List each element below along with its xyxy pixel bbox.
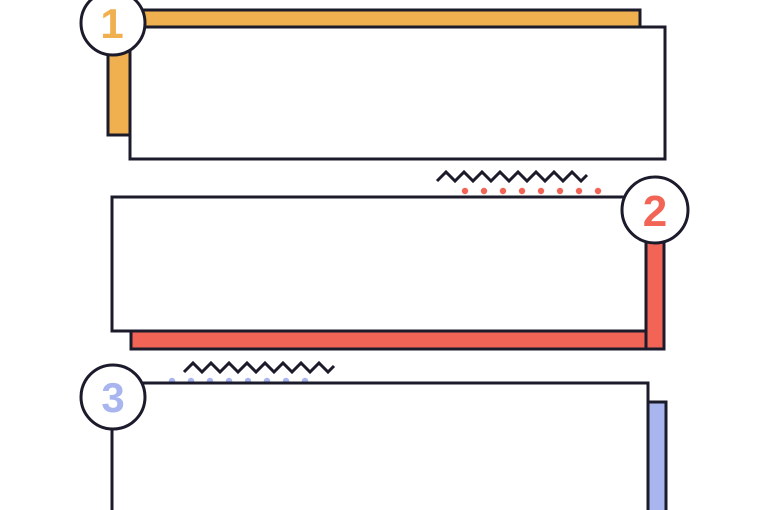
decoration-2-3	[168, 360, 336, 385]
dotted-line-icon	[461, 187, 602, 195]
zigzag-icon	[435, 169, 589, 184]
step-2-accent-bottom	[129, 329, 666, 351]
dot	[575, 187, 583, 195]
step-2-number: 2	[643, 187, 667, 236]
dot	[556, 187, 564, 195]
step-2-card	[110, 195, 648, 333]
zigzag-icon	[182, 360, 336, 375]
step-2-group: 2	[110, 175, 690, 351]
dot	[499, 187, 507, 195]
dot	[518, 187, 526, 195]
decoration-1-2	[435, 169, 602, 195]
step-1-accent-top	[128, 8, 642, 29]
step-3-accent-right	[646, 400, 668, 510]
dot	[537, 187, 545, 195]
step-3-badge	[79, 363, 147, 431]
step-1-card	[128, 25, 667, 161]
step-2-accent-right	[644, 230, 666, 351]
dot	[480, 187, 488, 195]
step-1-group: 1	[79, 0, 667, 161]
dot	[461, 187, 469, 195]
step-1-number: 1	[100, 0, 123, 47]
step-3-number: 3	[101, 374, 124, 421]
step-1-badge	[79, 0, 147, 57]
step-3-group: 3	[79, 363, 668, 510]
step-3-card	[110, 381, 650, 510]
dot	[594, 187, 602, 195]
step-2-badge	[620, 175, 690, 245]
